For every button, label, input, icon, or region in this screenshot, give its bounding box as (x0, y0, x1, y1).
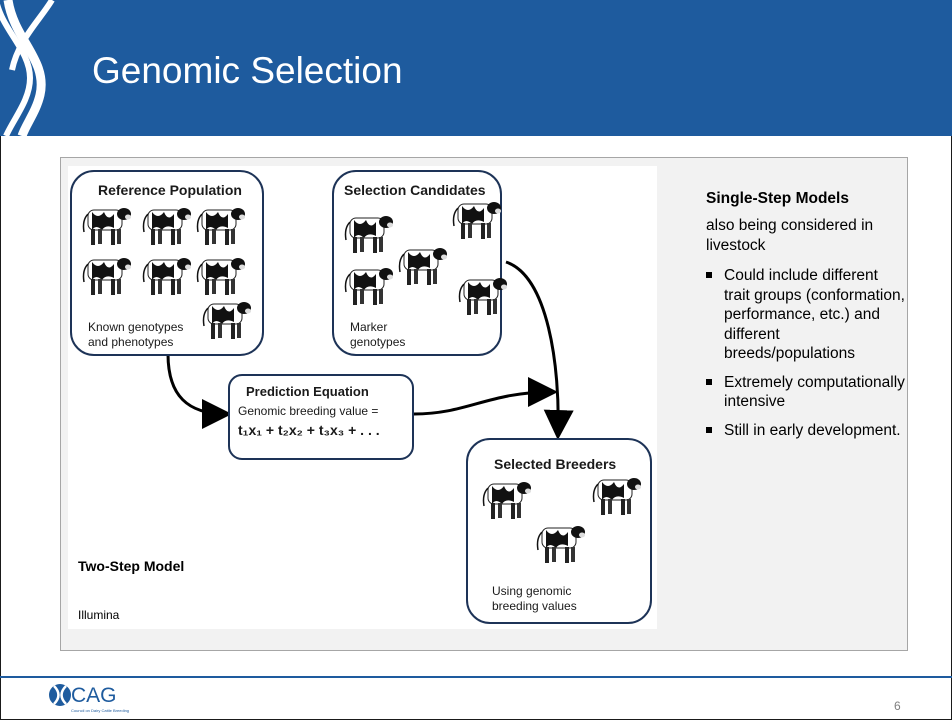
model-label: Two-Step Model (78, 558, 185, 574)
cow-icon (592, 478, 641, 515)
cag-logo-icon (49, 684, 71, 706)
prediction-equation-box: Prediction Equation Genomic breeding val… (228, 374, 414, 460)
prediction-equation-formula: t₁x₁ + t₂x₂ + t₃x₃ + . . . (238, 422, 380, 438)
bullet-icon (706, 426, 712, 433)
footer-divider (0, 676, 952, 678)
image-credit: Illumina (78, 608, 120, 622)
arrow-equation-to-breeders (413, 377, 558, 416)
side-bullet-list: Could include different trait groups (co… (706, 266, 906, 440)
cow-icon (482, 482, 531, 519)
cow-icon (196, 208, 245, 245)
cow-icon (82, 258, 131, 295)
reference-population-title: Reference Population (98, 182, 242, 198)
side-heading: Single-Step Models (706, 190, 849, 207)
cow-icon (398, 248, 447, 285)
side-subheading: also being considered in livestock (706, 217, 874, 254)
cow-icon (82, 208, 131, 245)
side-panel: Single-Step Models also being considered… (706, 190, 906, 449)
cow-icon (202, 302, 251, 339)
bullet-icon (706, 272, 712, 278)
reference-population-note: Known genotypes and phenotypes (88, 320, 184, 349)
cow-icon (344, 268, 393, 305)
bullet-icon (706, 378, 712, 385)
selection-candidates-title: Selection Candidates (344, 182, 486, 198)
diagram-arrows (166, 260, 574, 440)
genomic-selection-diagram: Reference Population Known genotypes and… (68, 166, 657, 629)
side-bullet: Still in early development. (706, 421, 906, 441)
prediction-equation-text: Genomic breeding value = (238, 404, 379, 418)
selection-candidates-note: Marker genotypes (350, 320, 406, 349)
cow-icon (196, 258, 245, 295)
cow-icon (452, 202, 501, 239)
page-title: Genomic Selection (92, 50, 403, 91)
cow-icon (458, 278, 507, 315)
logo-text: CAG (71, 684, 117, 707)
cow-icon (142, 208, 191, 245)
cow-icon (142, 258, 191, 295)
page-number: 6 (894, 699, 901, 713)
arrow-reference-to-equation (166, 353, 232, 429)
helix-swoosh-icon (0, 0, 55, 136)
arrow-candidates-to-breeders (505, 260, 574, 440)
cow-icon (536, 526, 585, 563)
prediction-equation-title: Prediction Equation (246, 384, 369, 399)
side-bullet: Extremely computationally intensive (706, 373, 906, 412)
logo-subtext: Council on Dairy Cattle Breeding (71, 708, 130, 713)
slide-header: Genomic Selection (0, 0, 952, 136)
selected-breeders-title: Selected Breeders (494, 456, 617, 472)
cow-icon (344, 216, 393, 253)
selected-breeders-note: Using genomic breeding values (492, 584, 577, 613)
selection-candidates-box: Selection Candidates Marker genotypes (332, 170, 502, 356)
side-bullet: Could include different trait groups (co… (706, 266, 906, 364)
